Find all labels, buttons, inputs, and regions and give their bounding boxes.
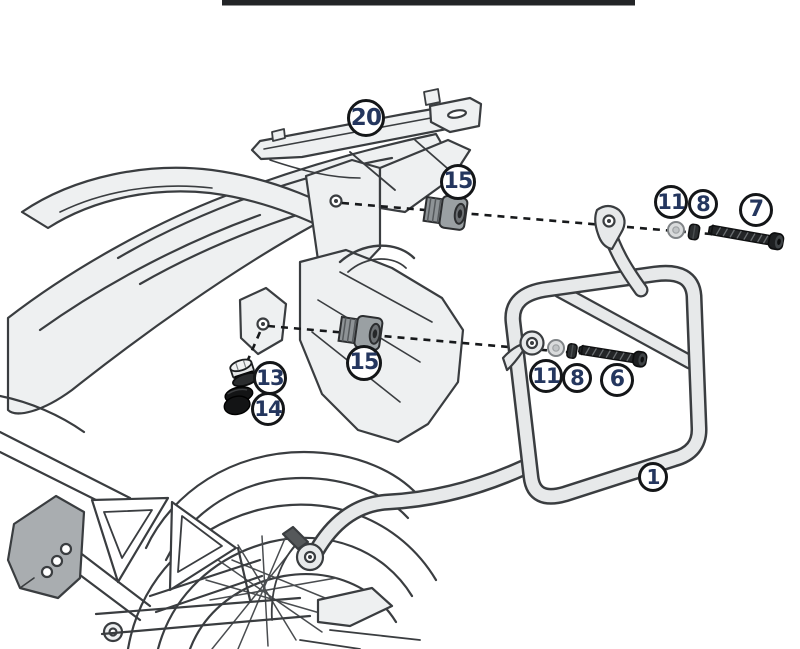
callout-screw-upper-number: 7 bbox=[748, 197, 764, 222]
callout-rack-plate-number: 20 bbox=[350, 104, 382, 131]
dashed-line-bolt bbox=[245, 331, 262, 363]
callout-nut-lower: 8 bbox=[562, 363, 592, 393]
callout-cap-number: 14 bbox=[254, 396, 282, 421]
frame-upper-tab bbox=[594, 204, 626, 251]
callout-spacer-upper-number: 15 bbox=[443, 169, 473, 194]
callout-washer-lower: 11 bbox=[529, 359, 563, 393]
bolt-part bbox=[229, 358, 259, 388]
spacer-lower-part bbox=[337, 314, 384, 351]
callout-bolt-number: 13 bbox=[256, 365, 284, 390]
callout-bolt: 13 bbox=[253, 361, 287, 395]
callout-frame-number: 1 bbox=[646, 465, 660, 489]
callout-rack-plate: 20 bbox=[347, 99, 385, 137]
callout-spacer-lower: 15 bbox=[346, 345, 382, 381]
frame-lower-tab bbox=[501, 330, 545, 372]
cap-part bbox=[223, 386, 254, 416]
callout-washer-upper-number: 11 bbox=[657, 189, 685, 214]
washer-lower-part bbox=[547, 339, 565, 357]
callout-washer-upper: 11 bbox=[654, 185, 688, 219]
callout-screw-lower: 6 bbox=[600, 363, 634, 397]
pannier-frame bbox=[281, 204, 708, 572]
frame-lower-boss bbox=[281, 525, 325, 572]
top-divider-bar bbox=[222, 0, 635, 6]
callout-spacer-lower-number: 15 bbox=[349, 350, 379, 375]
screw-lower-part bbox=[577, 344, 648, 368]
callout-spacer-upper: 15 bbox=[440, 164, 476, 200]
callout-nut-upper: 8 bbox=[688, 189, 718, 219]
callout-screw-lower-number: 6 bbox=[609, 367, 625, 392]
callout-frame: 1 bbox=[638, 462, 668, 492]
washer-upper-part bbox=[667, 221, 685, 239]
heel-guard-plate bbox=[6, 494, 86, 600]
callout-screw-upper: 7 bbox=[739, 193, 773, 227]
spacer-upper-part bbox=[422, 194, 469, 231]
screw-upper-part bbox=[707, 224, 785, 251]
motorcycle-line-art bbox=[0, 88, 483, 649]
nut-lower-part bbox=[566, 343, 578, 359]
callout-nut-lower-number: 8 bbox=[570, 365, 585, 390]
callout-washer-lower-number: 11 bbox=[532, 363, 560, 388]
callout-cap: 14 bbox=[251, 392, 285, 426]
nut-upper-part bbox=[687, 223, 701, 241]
callout-nut-upper-number: 8 bbox=[696, 191, 711, 216]
